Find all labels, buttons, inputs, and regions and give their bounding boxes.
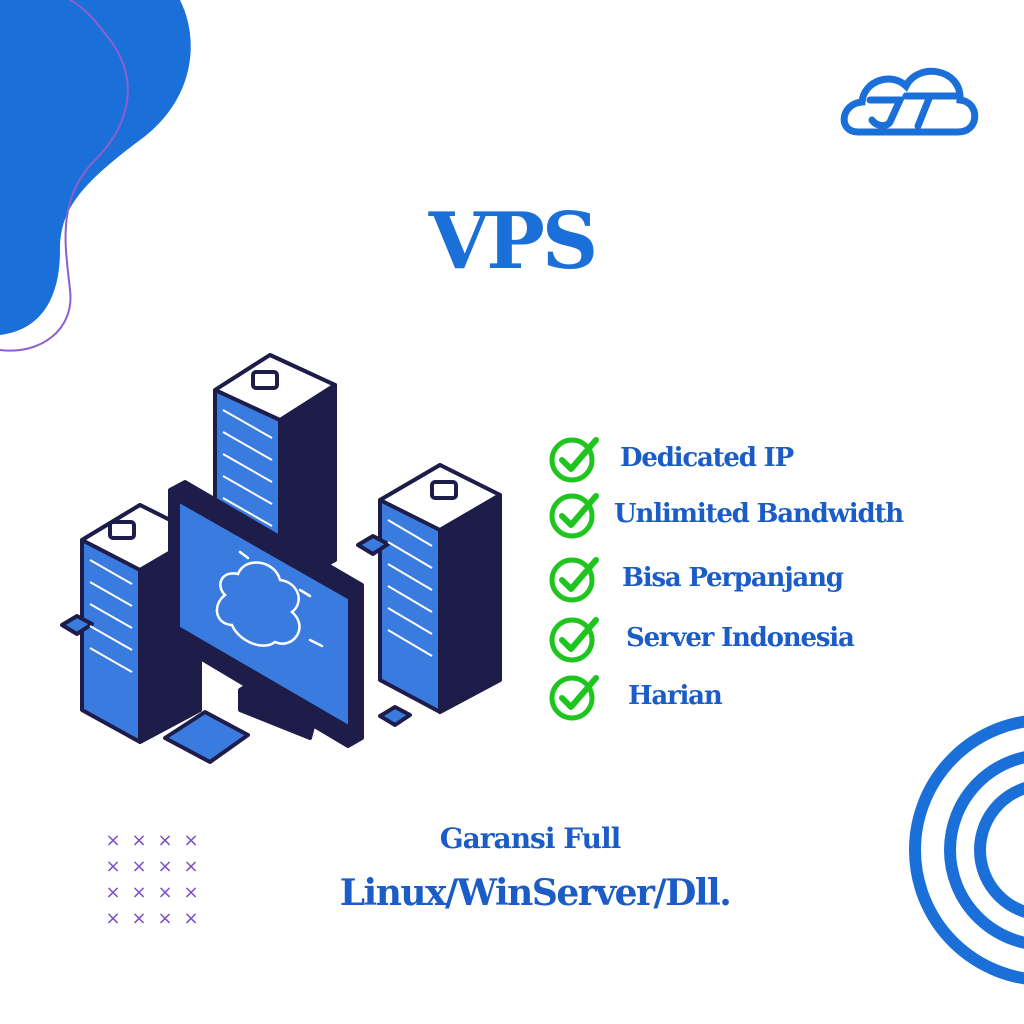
feature-item: Bisa Perpanjang: [548, 550, 844, 606]
feature-label: Server Indonesia: [626, 623, 855, 653]
feature-label: Harian: [628, 681, 723, 711]
check-circle-icon: [549, 493, 599, 539]
feature-item: Dedicated IP: [548, 430, 794, 486]
feature-label: Unlimited Bandwidth: [614, 499, 904, 529]
feature-label: Bisa Perpanjang: [622, 563, 844, 593]
os-support-text: Linux/WinServer/Dll.: [339, 872, 732, 914]
check-circle-icon: [549, 675, 599, 721]
page-title: VPS: [428, 196, 599, 287]
feature-item: Server Indonesia: [548, 610, 855, 666]
feature-label: Dedicated IP: [620, 443, 794, 473]
x-pattern-decoration: ×××× ×××× ×××× ××××: [105, 830, 199, 929]
guarantee-text: Garansi Full: [439, 822, 621, 855]
check-circle-icon: [549, 437, 599, 483]
feature-item: Harian: [548, 668, 723, 724]
feature-item: Unlimited Bandwidth: [548, 486, 904, 542]
check-circle-icon: [549, 557, 599, 603]
check-circle-icon: [549, 617, 599, 663]
